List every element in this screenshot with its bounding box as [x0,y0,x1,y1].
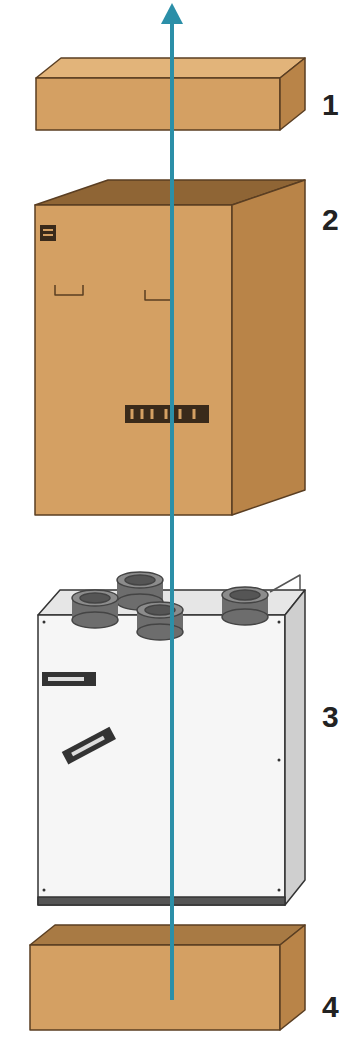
duct [72,590,118,606]
lid-side [280,58,305,130]
duct [137,624,183,640]
duct [137,602,183,618]
lid-front [36,78,280,130]
duct [117,572,163,588]
unit-side [285,590,305,905]
sleeve-side [232,180,305,515]
pictogram [132,409,194,419]
filter-sticker [42,672,96,686]
lift-arrow [170,20,174,1000]
duct [72,612,118,628]
tray-side [280,925,305,1030]
pictogram [43,234,53,236]
bracket [270,575,300,592]
screw [278,621,281,624]
pictogram [43,229,53,231]
screw [43,889,46,892]
tray-front [30,945,280,1030]
duct [125,575,155,585]
lift-arrowhead [161,3,183,24]
pictogram [125,405,209,423]
callout-number: 3 [322,700,339,733]
screw [278,759,281,762]
tray-inside [30,925,305,945]
duct [230,590,260,600]
screw [278,889,281,892]
callout-number: 1 [322,88,339,121]
filter-sticker [48,677,84,681]
unit-front [38,615,285,905]
filter-sticker [71,736,105,756]
callout-number: 2 [322,203,339,236]
callout-number: 4 [322,990,339,1023]
sleeve-front [35,205,232,515]
duct [222,609,268,625]
unit-base [38,897,285,905]
handle-slot [55,285,173,300]
filter-sticker [62,727,116,765]
pictogram [40,225,56,241]
duct [80,593,110,603]
duct [222,587,268,603]
screw [43,621,46,624]
